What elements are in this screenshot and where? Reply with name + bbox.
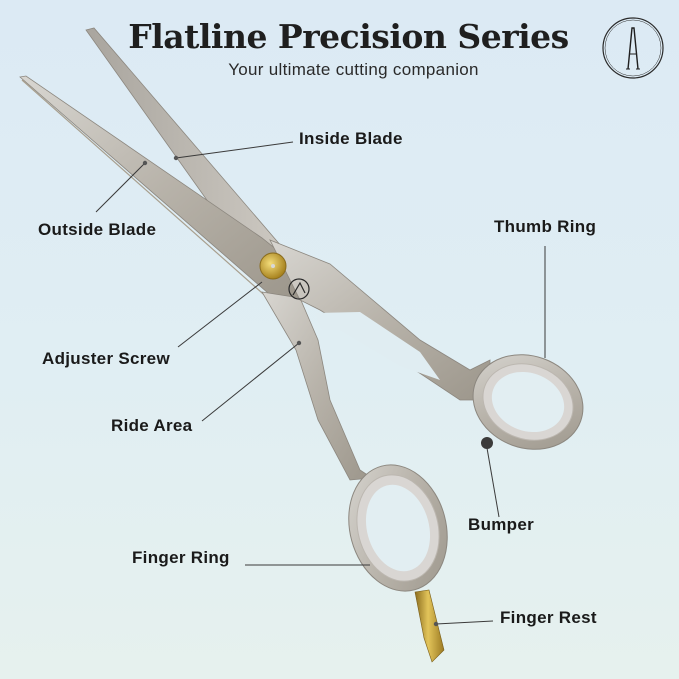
callout-bumper: Bumper — [468, 515, 535, 534]
callout-ride-area: Ride Area — [111, 416, 193, 435]
bumper-shape — [481, 437, 493, 449]
finger-rest-shape — [414, 589, 445, 663]
monogram-logo-icon — [602, 17, 664, 79]
callout-inside-blade: Inside Blade — [299, 129, 403, 148]
callout-outside-blade: Outside Blade — [38, 220, 157, 239]
callout-finger-ring: Finger Ring — [132, 548, 230, 567]
callout-adjuster-screw: Adjuster Screw — [42, 349, 170, 368]
callout-thumb-ring: Thumb Ring — [494, 217, 597, 236]
page-title: Flatline Precision Series — [128, 17, 569, 56]
callout-finger-rest: Finger Rest — [500, 608, 597, 627]
finger-ring-shape — [348, 464, 448, 592]
page-subtitle: Your ultimate cutting companion — [228, 60, 479, 79]
thumb-ring-shape — [472, 354, 584, 450]
